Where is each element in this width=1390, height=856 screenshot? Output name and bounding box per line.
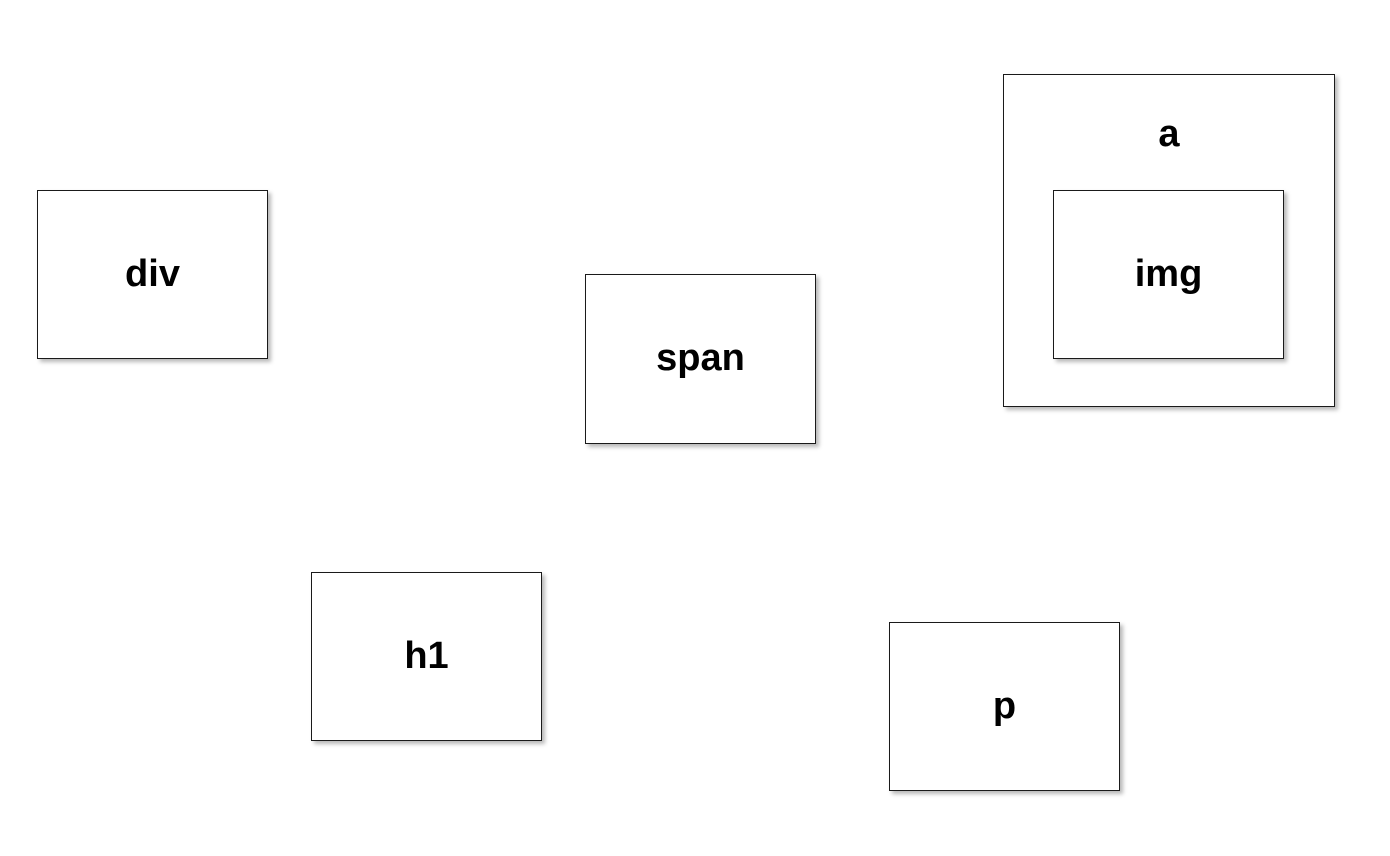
node-h1: h1 bbox=[311, 572, 542, 741]
node-a-label: a bbox=[1158, 113, 1180, 155]
node-span-label: span bbox=[656, 337, 745, 380]
node-img: img bbox=[1053, 190, 1284, 359]
node-div: div bbox=[37, 190, 268, 359]
node-img-label: img bbox=[1134, 252, 1203, 295]
node-span: span bbox=[585, 274, 816, 444]
node-p: p bbox=[889, 622, 1120, 791]
node-h1-label: h1 bbox=[404, 634, 449, 677]
node-div-label: div bbox=[125, 252, 180, 295]
node-p-label: p bbox=[992, 684, 1017, 727]
